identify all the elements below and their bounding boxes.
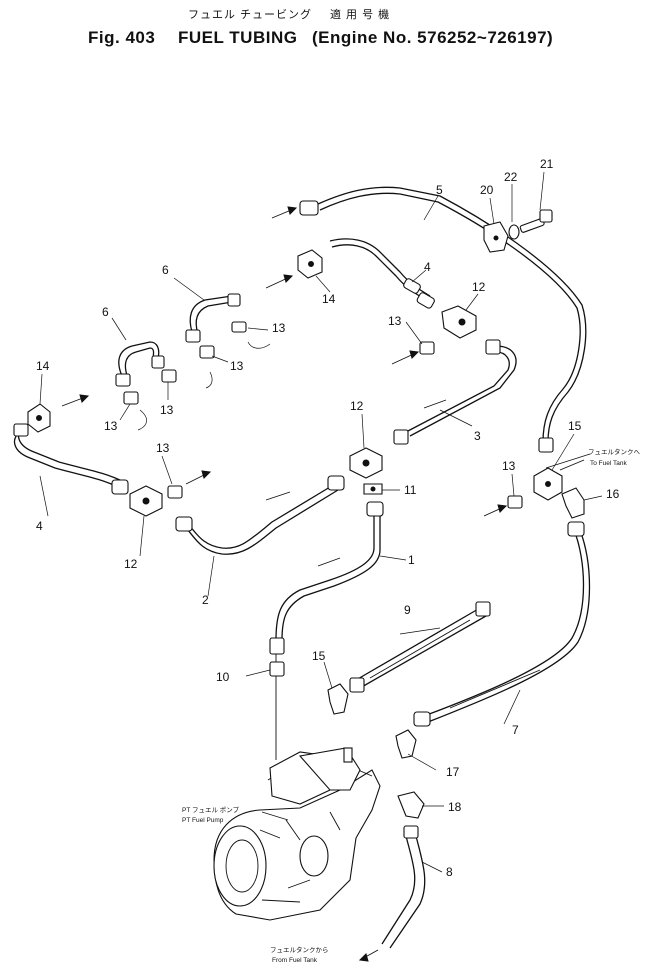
callout-16: 16: [606, 487, 620, 501]
callout-6-left: 6: [102, 305, 109, 319]
callout-7: 7: [512, 723, 519, 737]
connector-block-15-right: [533, 467, 563, 501]
clamp-block-12-upper-right: [441, 305, 477, 339]
callout-4-upper: 4: [424, 260, 431, 274]
from-fuel-tank-english: From Fuel Tank: [272, 957, 318, 964]
connector-13-g: [507, 495, 523, 509]
callout-14-lower: 14: [36, 359, 50, 373]
callout-13-b: 13: [388, 314, 402, 328]
callout-12-upper: 12: [472, 280, 486, 294]
callout-13-c: 13: [230, 359, 244, 373]
bolt-21: [519, 209, 553, 233]
callout-12-middle: 12: [350, 399, 364, 413]
connector-13-d: [161, 369, 177, 383]
to-fuel-tank-japanese: フュエルタンクへ: [588, 447, 641, 456]
callout-13-a: 13: [272, 321, 286, 335]
fuel-pipe-7: [413, 521, 591, 727]
callout-6-right: 6: [162, 263, 169, 277]
callout-9: 9: [404, 603, 411, 617]
callout-10: 10: [216, 670, 230, 684]
connector-10: [269, 661, 285, 677]
callout-13-e: 13: [104, 419, 118, 433]
elbow-15-lower: [327, 683, 349, 715]
clamp-block-14-upper: [297, 249, 323, 279]
fuel-hose-9: [349, 601, 491, 693]
pt-fuel-pump-japanese: PT フュエル ポンプ: [182, 806, 240, 814]
elbow-16: [561, 487, 585, 519]
fuel-pipe-2: [175, 475, 345, 555]
washer-22: [508, 224, 520, 240]
callout-17: 17: [446, 765, 460, 779]
callout-13-f: 13: [156, 441, 170, 455]
fuel-pipe-1: [269, 501, 384, 655]
callout-18: 18: [448, 800, 462, 814]
title-japanese: フュエル チュービング: [188, 9, 313, 21]
fuel-pipe-6-right: [185, 293, 241, 343]
callout-15-lower: 15: [312, 649, 326, 663]
callout-20: 20: [480, 183, 494, 197]
callout-3: 3: [474, 429, 481, 443]
engine-label-japanese: 適 用 号 機: [330, 9, 391, 21]
clamp-block-14-lower: [13, 403, 51, 437]
fuel-pipe-6-left: [115, 341, 165, 387]
callout-12-lower: 12: [124, 557, 138, 571]
callout-22: 22: [504, 170, 518, 184]
figure-title: FUEL TUBING: [178, 28, 298, 47]
callout-15-right: 15: [568, 419, 582, 433]
callout-5: 5: [436, 183, 443, 197]
figure-number: Fig. 403: [88, 28, 156, 47]
connector-13-b: [419, 341, 435, 355]
connector-13-e: [123, 391, 147, 431]
callout-13-g: 13: [502, 459, 516, 473]
elbow-17: [395, 729, 417, 759]
from-fuel-tank-japanese: フュエルタンクから: [270, 945, 329, 954]
clamp-bracket-20: [483, 221, 509, 253]
fuel-hose-8: [381, 825, 426, 949]
callout-11: 11: [404, 483, 417, 497]
connector-11: [363, 483, 383, 495]
clamp-block-12-lower-left: [129, 485, 163, 517]
callout-4-lower: 4: [36, 519, 43, 533]
flow-arrows: [61, 206, 585, 962]
engine-number-range: (Engine No. 576252~726197): [312, 28, 554, 47]
fuel-pipe-4-upper: [329, 238, 435, 309]
callout-2: 2: [202, 593, 209, 607]
elbow-18: [397, 791, 425, 819]
callout-13-d: 13: [160, 403, 174, 417]
pt-fuel-pump: [213, 747, 381, 921]
connector-13-c: [199, 345, 215, 389]
pt-fuel-pump-english: PT Fuel Pump: [182, 817, 224, 824]
fuel-pipe-5: [299, 186, 587, 453]
to-fuel-tank-english: To Fuel Tank: [590, 460, 627, 467]
fuel-pipe-4-lower: [13, 425, 129, 495]
callout-1: 1: [408, 553, 415, 567]
callout-21: 21: [540, 157, 554, 171]
connector-13-a: [231, 321, 271, 349]
callout-8: 8: [446, 865, 453, 879]
leader-lines: [39, 171, 603, 873]
fuel-pipe-3: [393, 339, 517, 445]
clamp-block-12-middle: [349, 447, 383, 479]
connector-13-f: [167, 485, 183, 499]
callout-14-upper: 14: [322, 292, 336, 306]
